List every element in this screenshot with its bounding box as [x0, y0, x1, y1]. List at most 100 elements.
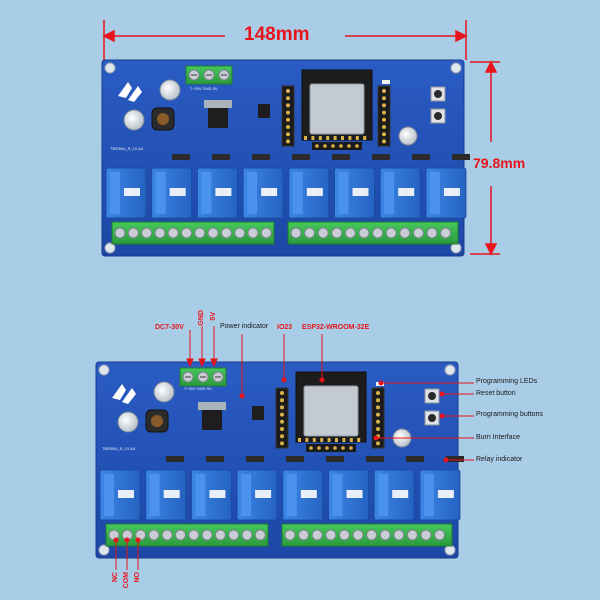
- relay-logo: [300, 490, 317, 498]
- terminal-screw: [290, 227, 302, 239]
- relay: [242, 167, 284, 219]
- pin-header-left: [281, 85, 295, 147]
- dc-input-callout: DC7-30V: [155, 324, 184, 331]
- 5v-callout: 5V: [210, 312, 217, 321]
- terminal-screw: [188, 529, 200, 541]
- header-pin: [280, 398, 284, 403]
- header-pin: [376, 441, 380, 446]
- header-pin: [382, 125, 386, 129]
- relay: [282, 469, 324, 521]
- terminal-screw: [325, 529, 337, 541]
- logo-shape: [122, 388, 136, 404]
- terminal-screw: [406, 529, 418, 541]
- header-body: [312, 142, 362, 150]
- relay-logo: [306, 188, 323, 196]
- module-pad: [312, 438, 316, 442]
- module-pad: [326, 136, 330, 140]
- terminal-screw: [141, 227, 153, 239]
- relay-indicator-led: [292, 154, 310, 160]
- relay-indicator-led: [252, 154, 270, 160]
- relay-indicator-led: [286, 456, 304, 462]
- terminal-screw: [220, 227, 232, 239]
- terminal-screw: [127, 227, 139, 239]
- relay-logo: [169, 188, 186, 196]
- header-pin: [382, 117, 386, 122]
- terminal-screw: [161, 529, 173, 541]
- relay-logo: [392, 490, 409, 498]
- relay-indicator-led: [372, 154, 390, 160]
- mounting-hole: [98, 544, 110, 556]
- inductor-coil: [157, 113, 169, 125]
- io-callout: IO23: [277, 324, 293, 331]
- terminal-screw: [154, 227, 166, 239]
- terminal-screw: [167, 227, 179, 239]
- width-dimension: [102, 20, 468, 60]
- relay-logo: [443, 188, 460, 196]
- terminal-screw: [344, 227, 356, 239]
- header-pin: [286, 110, 290, 115]
- module-pad: [318, 136, 322, 140]
- relay-indicator-led: [326, 456, 344, 462]
- terminal-screw: [338, 529, 350, 541]
- relay-indicator-callout: Relay indicator: [476, 456, 523, 463]
- header-pin: [286, 117, 290, 122]
- programming-leds-callout: Programming LEDs: [476, 378, 538, 385]
- header-body: [281, 85, 295, 147]
- terminal-screw: [317, 227, 329, 239]
- mounting-hole: [450, 62, 462, 74]
- top-power-terminal-label: 7~30V GND 5V: [190, 86, 218, 91]
- module-pad: [349, 438, 353, 442]
- module-pad: [363, 136, 367, 140]
- relay-label-area: [338, 172, 349, 214]
- mounting-hole: [104, 242, 116, 254]
- relay-indicator-led: [446, 456, 464, 462]
- relay-label-area: [286, 474, 297, 516]
- esp32-module: [301, 69, 373, 141]
- relay-indicator-led: [212, 154, 230, 160]
- relay: [190, 469, 232, 521]
- pin-header-left: [275, 387, 289, 449]
- bottom-board: [95, 361, 464, 559]
- header-pin: [382, 89, 386, 93]
- programming-led: [382, 80, 390, 84]
- relay-logo: [255, 490, 272, 498]
- terminal-screw: [298, 529, 310, 541]
- module-pad: [304, 136, 307, 140]
- relay-label-area: [429, 172, 440, 214]
- terminal-screw: [426, 227, 438, 239]
- terminal-screw: [228, 529, 240, 541]
- header-pin: [331, 144, 335, 148]
- width-label: 148mm: [244, 24, 310, 45]
- relay-label-area: [332, 474, 343, 516]
- bottom-model-text: TB2R8U_R_10.6A: [102, 446, 136, 451]
- relay-label-area: [195, 474, 206, 516]
- module-shield: [309, 83, 365, 135]
- small-ic: [258, 104, 270, 118]
- terminal-screw: [304, 227, 316, 239]
- top-model-text: TB2R8U_R_10.6A: [110, 146, 144, 151]
- relay-indicator-led: [172, 154, 190, 160]
- output-terminals: [105, 523, 453, 547]
- capacitor: [159, 79, 181, 101]
- header-pin: [349, 446, 353, 450]
- button-cap: [428, 414, 436, 422]
- relay-logo: [352, 188, 369, 196]
- mounting-hole: [444, 364, 456, 376]
- terminal-screw: [372, 227, 384, 239]
- voltage-regulator: [202, 408, 222, 430]
- header-pin: [382, 110, 386, 115]
- gnd-callout: GND: [198, 310, 205, 326]
- top-board: [101, 59, 470, 257]
- small-ic: [252, 406, 264, 420]
- relay-logo: [346, 490, 363, 498]
- terminal-screw: [175, 529, 186, 541]
- brand-logo: [112, 384, 136, 404]
- header-pin: [280, 391, 284, 395]
- output-terminals: [111, 221, 459, 245]
- module-pad: [327, 438, 331, 442]
- header-pin: [382, 103, 386, 108]
- module-pad: [355, 136, 359, 140]
- relay-indicator-led: [412, 154, 430, 160]
- header-pin: [347, 144, 351, 148]
